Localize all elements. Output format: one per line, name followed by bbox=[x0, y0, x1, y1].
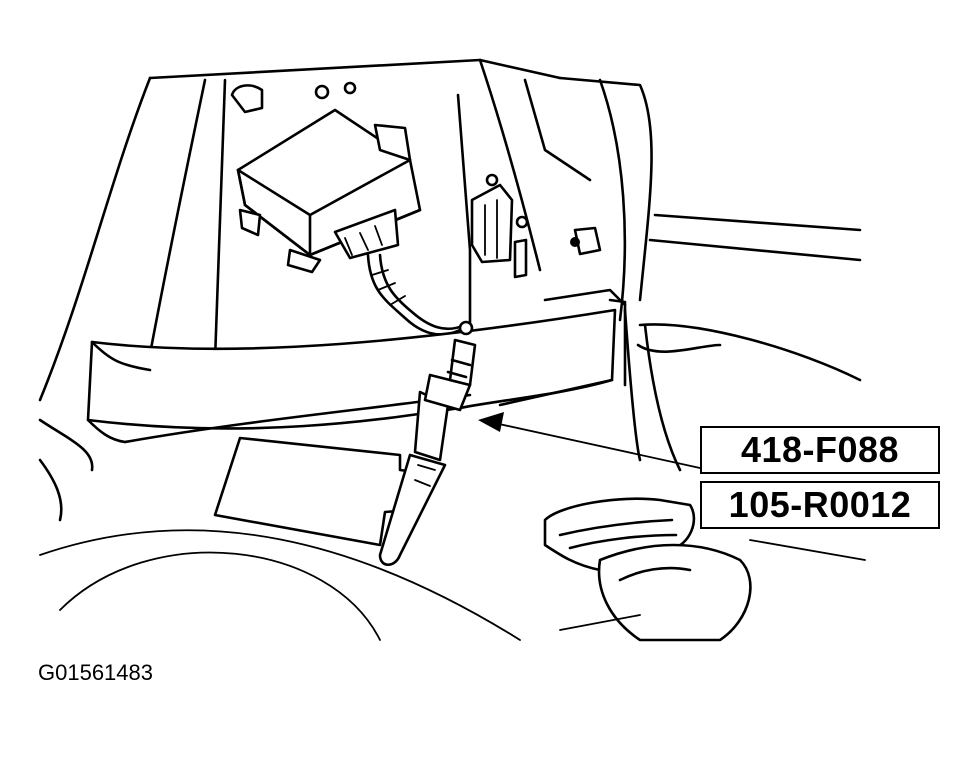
sensor-assembly bbox=[213, 320, 477, 567]
tool-label-text: 418-F088 bbox=[740, 429, 900, 470]
right-pillar bbox=[543, 76, 866, 561]
tool-label-105-R0012: 105-R0012 bbox=[700, 481, 940, 529]
special-tool bbox=[543, 497, 752, 642]
figure-id: G01561483 bbox=[38, 660, 153, 685]
control-module bbox=[236, 108, 422, 274]
wiring-harness bbox=[366, 253, 467, 336]
pointer-arrow bbox=[478, 412, 701, 469]
trim-panel bbox=[86, 298, 627, 444]
tool-label-418-F088: 418-F088 bbox=[700, 426, 940, 474]
tool-label-text: 105-R0012 bbox=[728, 484, 912, 525]
mounting-bracket bbox=[230, 81, 357, 114]
center-panel bbox=[456, 58, 592, 332]
